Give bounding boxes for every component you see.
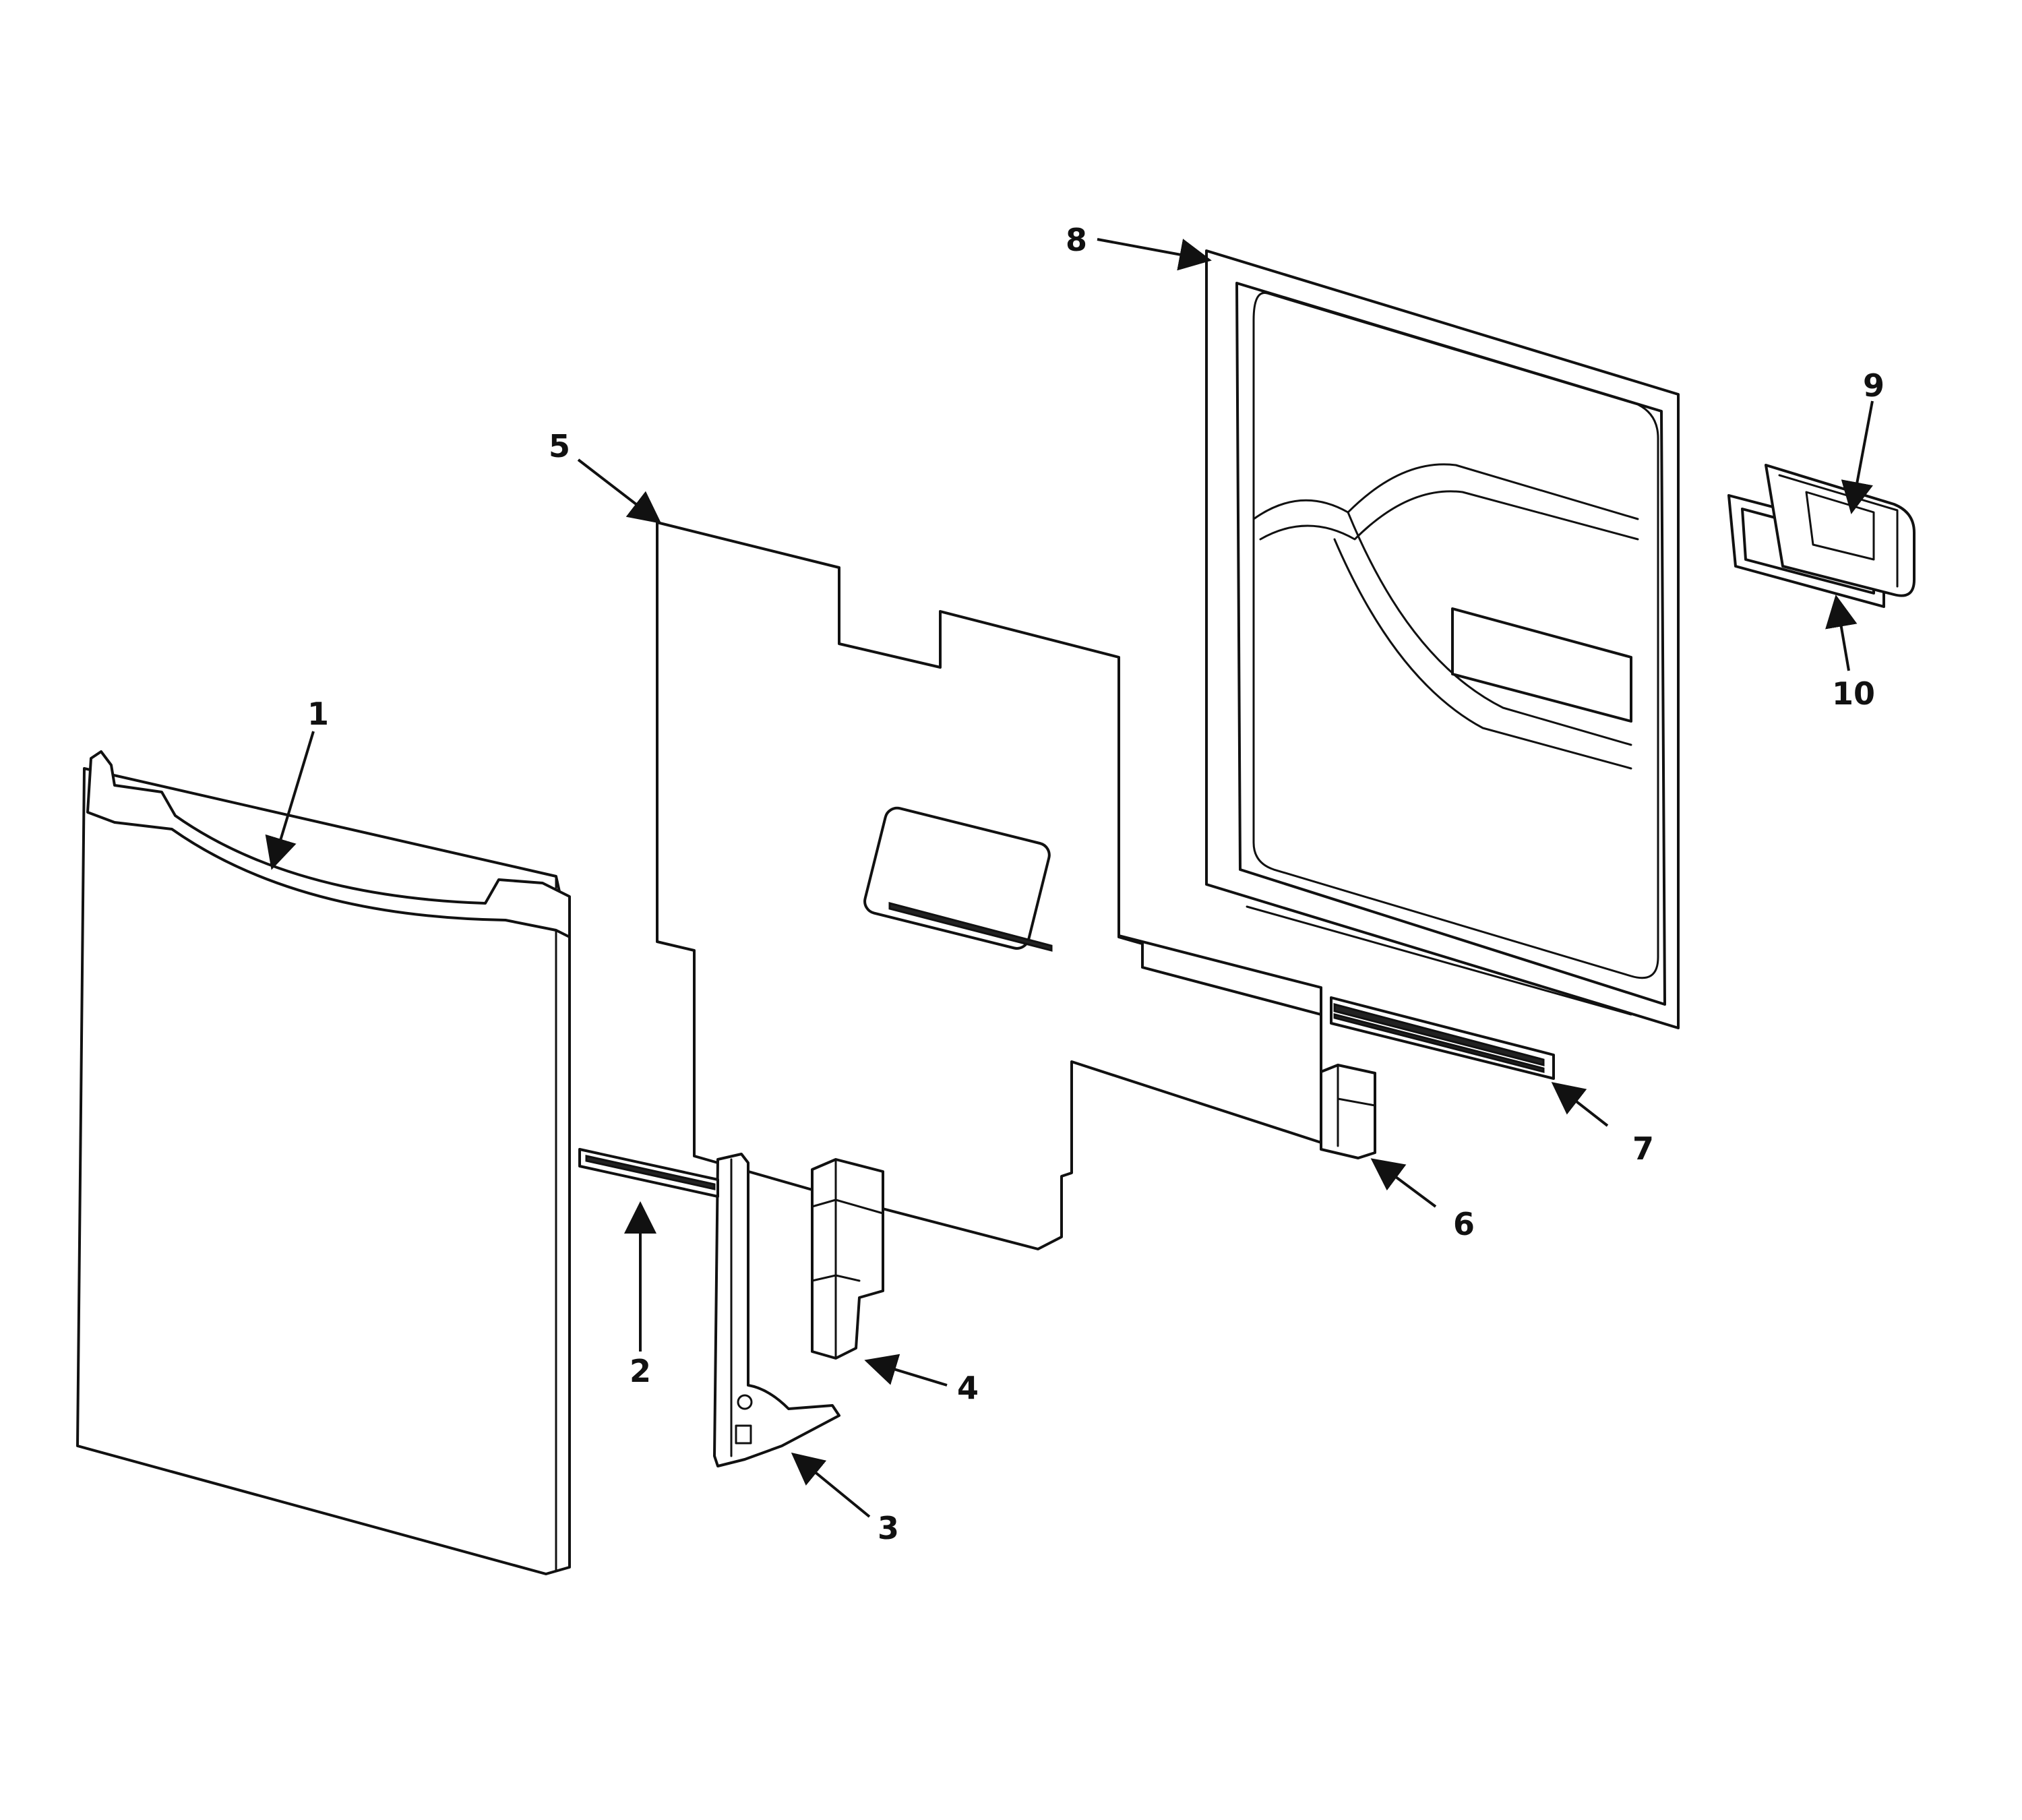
leader-8 [1097, 238, 1212, 271]
callout-8: 8 [1066, 222, 1087, 258]
leader-4 [864, 1354, 948, 1387]
callout-9: 9 [1863, 367, 1885, 404]
leader-5 [577, 458, 662, 524]
part-1-outer-door [76, 750, 571, 1575]
callout-1: 1 [307, 696, 329, 732]
leader-10 [1825, 595, 1858, 671]
part-3-hinge-arm [713, 1153, 840, 1467]
callout-10: 10 [1832, 675, 1875, 712]
part-6-spacer-block [1320, 1064, 1376, 1159]
leader-7 [1551, 1082, 1609, 1127]
leader-9 [1841, 400, 1874, 514]
callout-3: 3 [878, 1510, 899, 1546]
part-4-hinge-block [811, 1158, 884, 1360]
part-5-insulation-panel [656, 521, 1322, 1250]
callout-labels: 1 2 3 4 5 6 7 8 9 10 [307, 222, 1885, 1546]
callout-6: 6 [1453, 1206, 1475, 1242]
leader-3 [791, 1452, 871, 1518]
part-2-slide-rail [578, 1148, 719, 1198]
callout-5: 5 [549, 428, 570, 464]
part-7-rail [1330, 996, 1555, 1080]
leader-1 [265, 731, 315, 870]
part-8-inner-door [1205, 249, 1680, 1029]
part-9-control-housing [1765, 464, 1916, 597]
callout-4: 4 [957, 1370, 979, 1406]
callout-2: 2 [630, 1353, 651, 1389]
leader-lines [265, 238, 1874, 1518]
leader-6 [1370, 1158, 1437, 1208]
callout-7: 7 [1632, 1130, 1654, 1167]
